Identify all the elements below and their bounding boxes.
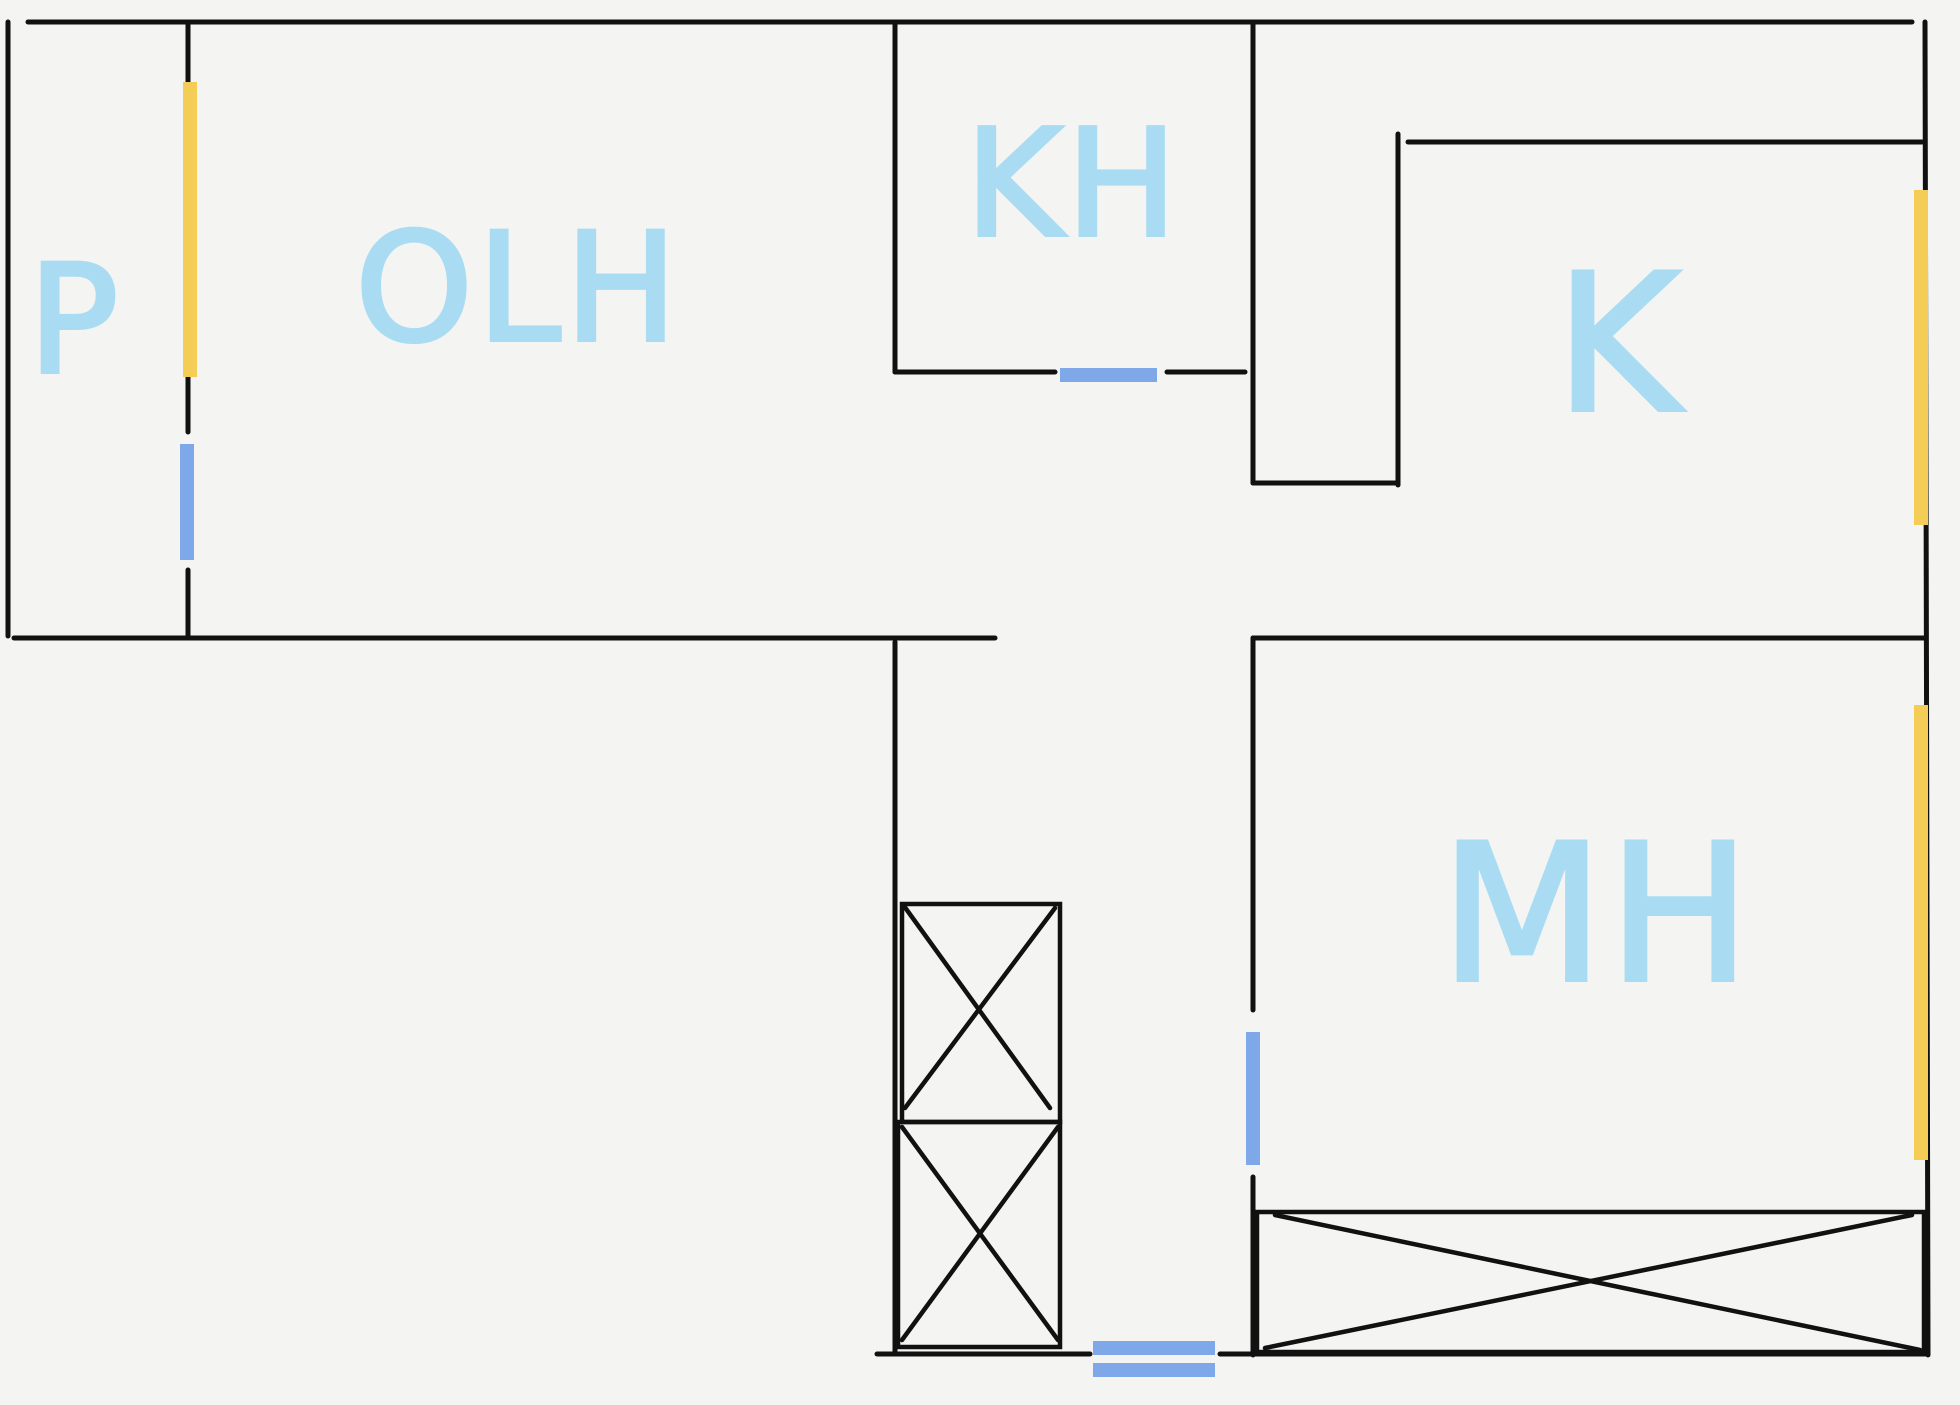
room-label-kh: KH <box>965 98 1181 270</box>
room-label-k: K <box>1555 234 1684 455</box>
room-label-olh: OLH <box>355 202 681 376</box>
doors <box>180 368 1260 1377</box>
room-labels: P OLH KH K MH <box>26 96 1755 1027</box>
storage-box-upper <box>899 901 1063 1125</box>
room-label-p: P <box>28 234 122 408</box>
storage-box-mh-wardrobe <box>1254 1209 1927 1355</box>
windows <box>183 82 1928 1160</box>
storage-box-lower <box>895 1119 1063 1350</box>
room-label-mh: MH <box>1440 804 1755 1025</box>
storage-units <box>895 901 1927 1355</box>
